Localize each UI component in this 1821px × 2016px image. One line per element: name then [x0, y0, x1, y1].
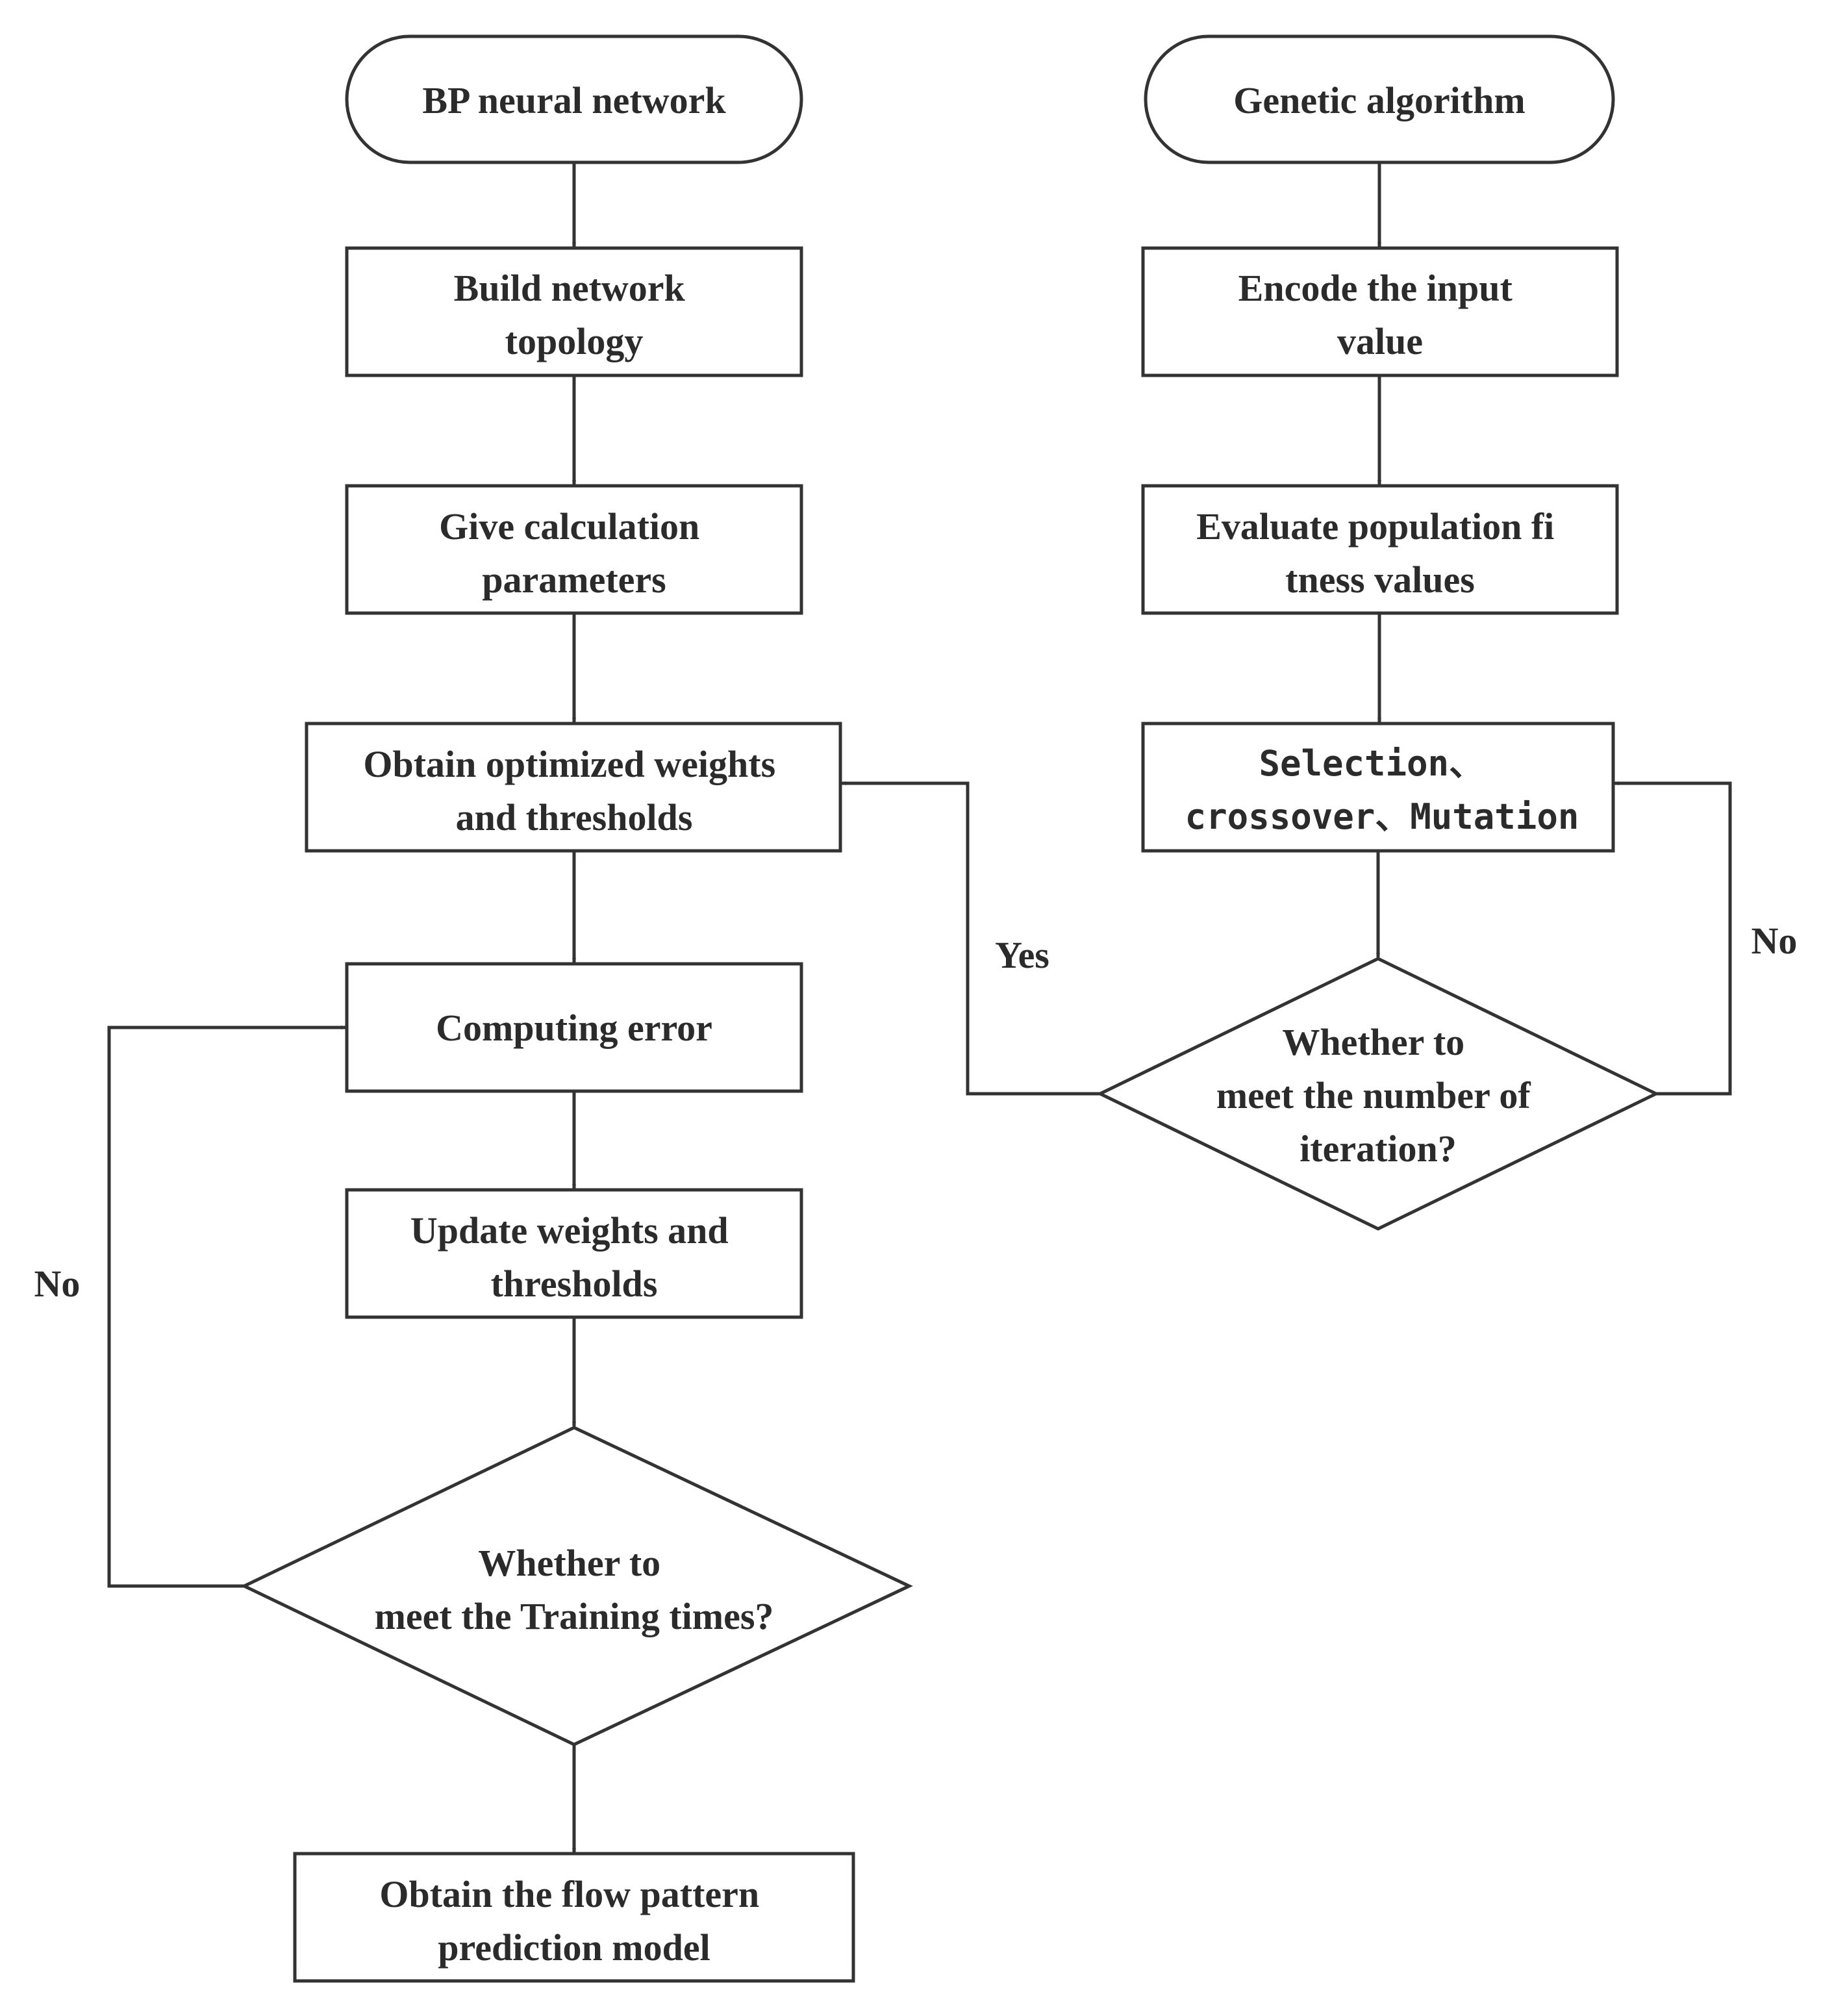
process-box [345, 962, 803, 1093]
give-parameters-label: Give calculation parameters [439, 505, 709, 601]
final-model-label: Obtain the flow pattern prediction model [379, 1873, 768, 1969]
decision-diamond [1096, 957, 1660, 1231]
update-weights-step: Update weights and thresholds [345, 1188, 803, 1319]
iteration-decision-label: Whether to meet the number of iteration? [1216, 1021, 1540, 1170]
yes-label: Yes [995, 934, 1049, 976]
evaluate-fitness-step: Evaluate population fi tness values [1141, 484, 1619, 615]
computing-error-step: Computing error [345, 962, 803, 1093]
computing-error-label: Computing error [436, 1007, 712, 1049]
genetic-algorithm-start: Genetic algorithm [1144, 34, 1615, 164]
training-decision-label: Whether to meet the Training times? [375, 1542, 774, 1637]
selection-crossover-mutation-step: Selection、 crossover、Mutation [1141, 722, 1615, 853]
bp-neural-network-label: BP neural network [422, 79, 726, 121]
update-weights-label: Update weights and thresholds [410, 1209, 738, 1305]
encode-input-label: Encode the input value [1238, 267, 1522, 362]
genetic-algorithm-label: Genetic algorithm [1233, 79, 1525, 121]
process-box [305, 722, 842, 853]
bp-neural-network-start: BP neural network [345, 34, 803, 164]
iteration-decision: Whether to meet the number of iteration? [1096, 957, 1660, 1231]
arrow-iteration-no-loop [1614, 781, 1732, 1096]
build-topology-label: Build network topology [454, 267, 695, 362]
training-times-decision: Whether to meet the Training times? [240, 1426, 913, 1746]
arrow-training-no-loop [107, 1025, 345, 1588]
training-no-label: No [34, 1263, 81, 1305]
obtain-weights-step: Obtain optimized weights and thresholds [305, 722, 842, 853]
selection-ops-label: Selection、 crossover、Mutation [1185, 743, 1579, 837]
process-box [1141, 484, 1619, 615]
process-box [293, 1852, 855, 1983]
connectors [107, 162, 1732, 1852]
give-parameters-step: Give calculation parameters [345, 484, 803, 615]
final-model-step: Obtain the flow pattern prediction model [293, 1852, 855, 1983]
process-box [345, 1188, 803, 1319]
build-topology-step: Build network topology [345, 246, 803, 377]
process-box [1141, 246, 1619, 377]
decision-diamond [240, 1426, 913, 1746]
process-box [345, 246, 803, 377]
evaluate-fitness-label: Evaluate population fi tness values [1196, 505, 1564, 601]
encode-input-step: Encode the input value [1141, 246, 1619, 377]
obtain-weights-label: Obtain optimized weights and thresholds [363, 743, 785, 838]
iteration-no-label: No [1752, 920, 1798, 962]
arrow-iteration-yes [842, 781, 1100, 1096]
process-box [1141, 722, 1615, 853]
